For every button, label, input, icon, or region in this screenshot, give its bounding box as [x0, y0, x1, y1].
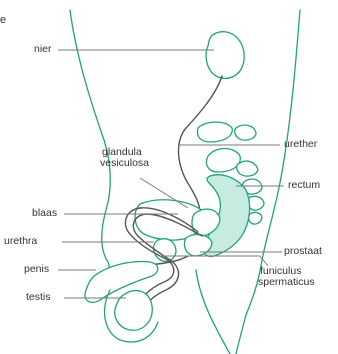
label-nier: nier	[34, 44, 52, 55]
testis-shape	[115, 291, 152, 331]
label-rectum: rectum	[288, 180, 320, 191]
label-penis: penis	[24, 264, 49, 275]
kidney-shape	[206, 32, 244, 79]
thigh-outline	[196, 270, 230, 354]
label-blaas: blaas	[32, 208, 57, 219]
label-urethra: urethra	[4, 236, 37, 247]
ureter-duct	[179, 76, 223, 222]
label-funiculus-line2: spermaticus	[258, 277, 315, 288]
label-glandula-line2: vesiculosa	[100, 158, 149, 169]
label-prostaat: prostaat	[284, 246, 322, 257]
label-urether: urether	[284, 139, 317, 150]
label-testis: testis	[26, 292, 51, 303]
